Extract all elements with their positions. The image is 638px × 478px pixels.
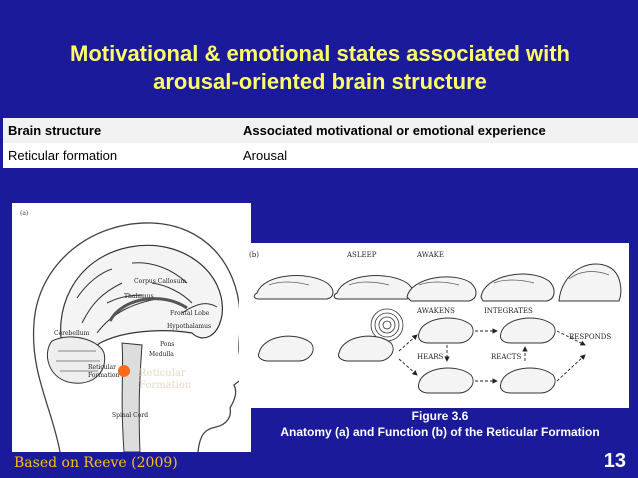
figure-anatomy: (a) Corpus Callosum Thalamus Frontal Lob… [12,203,251,453]
slide-title: Motivational & emotional states associat… [20,40,620,96]
label-responds: RESPONDS [569,333,611,341]
overlay-label-1: Reticular [139,368,186,379]
figure-caption: Figure 3.6 Anatomy (a) and Function (b) … [250,408,630,440]
reticular-function-illustration: (b) ASLEEP AWAKE AWAKENS INTEGRATES RESP… [249,251,622,394]
label-integrates: INTEGRATES [484,307,533,315]
page-number: 13 [603,450,626,472]
label-asleep: ASLEEP [346,251,377,259]
caption-line-1: Figure 3.6 [411,409,469,423]
header-brain-structure: Brain structure [3,118,238,143]
label-pons: Pons [160,341,174,348]
title-line-2: arousal-oriented brain structure [153,69,487,94]
cell-structure: Reticular formation [3,143,238,168]
label-hypothalamus: Hypothalamus [167,323,211,330]
label-awake: AWAKE [416,251,444,259]
label-cerebellum: Cerebellum [54,330,90,337]
cat-illustrations [253,263,622,302]
table-row: Reticular formation Arousal [3,143,638,168]
reticular-formation-marker [118,365,130,377]
label-thalamus: Thalamus [124,293,154,300]
brain-anatomy-illustration: (a) Corpus Callosum Thalamus Frontal Lob… [20,210,246,453]
label-frontal-lobe: Frontal Lobe [170,310,210,317]
label-hears: HEARS [417,353,444,361]
label-reacts: REACTS [491,353,521,361]
label-spinal-cord: Spinal Cord [112,412,148,419]
panel-a-label: (a) [20,210,28,217]
panel-b-label: (b) [249,251,259,259]
header-experience: Associated motivational or emotional exp… [238,118,638,143]
brain-sketches [258,317,556,394]
title-line-1: Motivational & emotional states associat… [70,41,570,66]
label-medulla: Medulla [149,351,174,358]
brain-structure-table: Brain structure Associated motivational … [3,118,638,168]
overlay-label-2: Formation [139,380,192,391]
label-awakens: AWAKENS [416,307,455,315]
label-reticular-formation-1: Reticular [88,364,116,371]
caption-line-2: Anatomy (a) and Function (b) of the Reti… [280,425,600,439]
cell-experience: Arousal [238,143,638,168]
label-corpus-callosum: Corpus Callosum [134,278,186,285]
table-header-row: Brain structure Associated motivational … [3,118,638,143]
label-reticular-formation-2: Formation [88,372,120,379]
figure-function: (b) ASLEEP AWAKE AWAKENS INTEGRATES RESP… [239,243,629,408]
source-credit: Based on Reeve (2009) [14,455,178,471]
